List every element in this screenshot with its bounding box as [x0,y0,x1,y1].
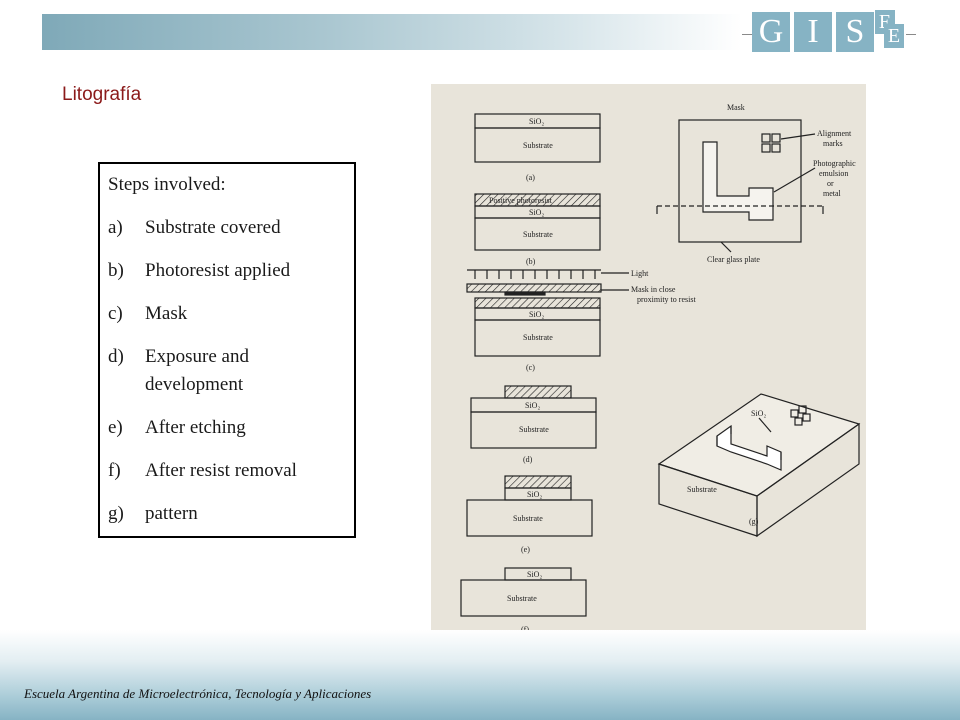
lithography-figure: SiO₂ Substrate (a) Positive photoresist … [431,84,866,634]
step-e-photoresist [504,475,572,489]
step-text: pattern [145,503,198,524]
caption-f: (f) [521,625,529,634]
caption-b: (b) [526,257,536,266]
iso-alignment-mark [790,409,799,418]
label-iso-substrate: Substrate [687,485,717,494]
iso-alignment-mark [802,413,811,422]
logo-letter-s: S [836,12,874,52]
step-letter: e) [108,417,123,438]
label-substrate: Substrate [513,514,543,523]
step-text: Mask [145,303,188,324]
label-iso-sio2: SiO₂ [751,409,766,418]
label-substrate: Substrate [519,425,549,434]
label-emulsion-3: or [827,179,834,188]
step-a-substrate [474,127,601,163]
steps-box: Steps involved: a) Substrate covered b) … [98,162,356,538]
label-alignment-2: marks [823,139,843,148]
footer-text: Escuela Argentina de Microelectrónica, T… [24,686,372,701]
step-letter: d) [108,346,124,367]
step-text: Substrate covered [145,217,281,238]
step-item: c) Mask [108,300,348,328]
lithography-diagram: SiO₂ Substrate (a) Positive photoresist … [460,103,861,634]
mask-plate [678,119,802,243]
caption-c: (c) [526,363,535,372]
steps-list: a) Substrate covered b) Photoresist appl… [108,214,348,528]
label-emulsion-1: Photographic [813,159,856,168]
footer-band [0,630,960,720]
logo-letter-e2: E [884,24,904,48]
alignment-mark [771,133,781,143]
step-b-substrate [474,217,601,251]
label-emulsion-2: emulsion [819,169,848,178]
step-letter: b) [108,260,124,281]
step-letter: c) [108,303,123,324]
label-sio2: SiO₂ [529,310,544,319]
step-c-mask [466,283,602,293]
logo-line-left [742,34,752,35]
step-c-photoresist [474,297,601,309]
iso-alignment-mark [794,417,803,426]
step-text: Exposure and development [145,346,249,395]
light-arrows [467,269,629,279]
logo-letter-i: I [794,12,832,52]
step-e-substrate [466,499,593,537]
iso-alignment-mark [798,405,807,414]
step-letter: a) [108,217,123,238]
step-item: a) Substrate covered [108,214,348,242]
step-letter: f) [108,460,121,481]
step-d-photoresist [504,385,572,399]
label-sio2: SiO₂ [529,208,544,217]
step-d-substrate [470,411,597,449]
step-c-mask-pattern [504,291,546,296]
step-c-substrate [474,319,601,357]
slide-title: Litografía [62,84,142,105]
label-substrate: Substrate [523,230,553,239]
step-item: b) Photoresist applied [108,257,348,285]
gise-logo: G I S E E [742,10,917,56]
caption-g: (g) [749,517,759,526]
step-text: After etching [145,417,246,438]
step-item: e) After etching [108,414,348,442]
label-alignment-1: Alignment [817,129,852,138]
label-positive-photoresist: Positive photoresist [489,196,553,205]
label-substrate: Substrate [507,594,537,603]
label-sio2: SiO₂ [525,401,540,410]
label-substrate: Substrate [523,141,553,150]
label-mask-close-2: proximity to resist [637,295,696,304]
iso-substrate-side [756,422,860,538]
steps-heading: Steps involved: [108,174,226,195]
alignment-mark [761,143,771,153]
step-letter: g) [108,503,124,524]
step-text: Photoresist applied [145,260,291,281]
step-item: f) After resist removal [108,457,348,485]
caption-d: (d) [523,455,533,464]
logo-line-right [906,34,916,35]
step-item: g) pattern [108,500,348,528]
label-sio2: SiO₂ [529,117,544,126]
logo-letter-g: G [752,12,790,52]
mask-pattern [702,141,774,221]
header-bar [42,14,742,50]
step-f-substrate [460,579,587,617]
step-text: After resist removal [145,460,297,481]
label-mask-close-1: Mask in close [631,285,676,294]
caption-e: (e) [521,545,530,554]
label-substrate: Substrate [523,333,553,342]
caption-a: (a) [526,173,535,182]
label-sio2: SiO₂ [527,570,542,579]
step-item: d) Exposure and development [108,343,348,399]
label-light: Light [631,269,649,278]
iso-pattern-edges [716,426,782,460]
label-mask: Mask [727,103,745,112]
alignment-mark [761,133,771,143]
label-clear-glass: Clear glass plate [707,255,760,264]
label-sio2: SiO₂ [527,490,542,499]
label-emulsion-4: metal [823,189,842,198]
alignment-mark [771,143,781,153]
